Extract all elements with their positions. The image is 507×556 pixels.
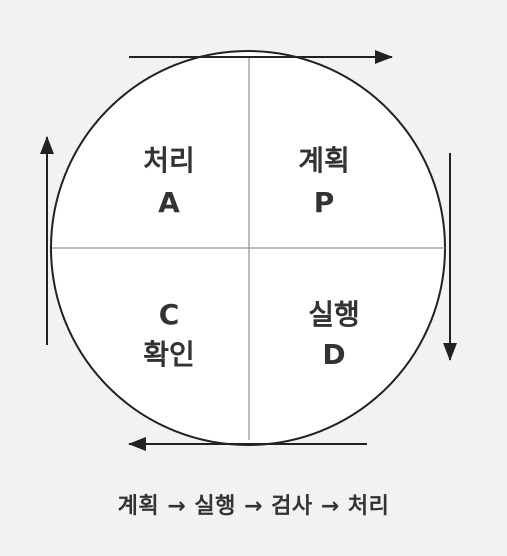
quadrant-do-letter: D: [322, 338, 345, 371]
quadrant-act: 처리 A: [143, 144, 195, 219]
quadrant-check-letter: C: [159, 298, 180, 331]
quadrant-act-label: 처리: [143, 144, 195, 177]
pdca-cycle-graphic: 처리 A 계획 P C 확인 실행 D: [40, 50, 457, 451]
quadrant-check-label: 확인: [143, 338, 195, 371]
quadrant-plan-letter: P: [314, 186, 335, 219]
quadrant-check: C 확인: [143, 298, 195, 371]
quadrant-do-label: 실행: [308, 298, 360, 331]
quadrant-act-letter: A: [158, 186, 180, 219]
cycle-caption: 계획 → 실행 → 검사 → 처리: [117, 494, 390, 519]
quadrant-do: 실행 D: [308, 298, 360, 371]
quadrant-plan: 계획 P: [298, 144, 350, 219]
quadrant-plan-label: 계획: [298, 144, 350, 177]
